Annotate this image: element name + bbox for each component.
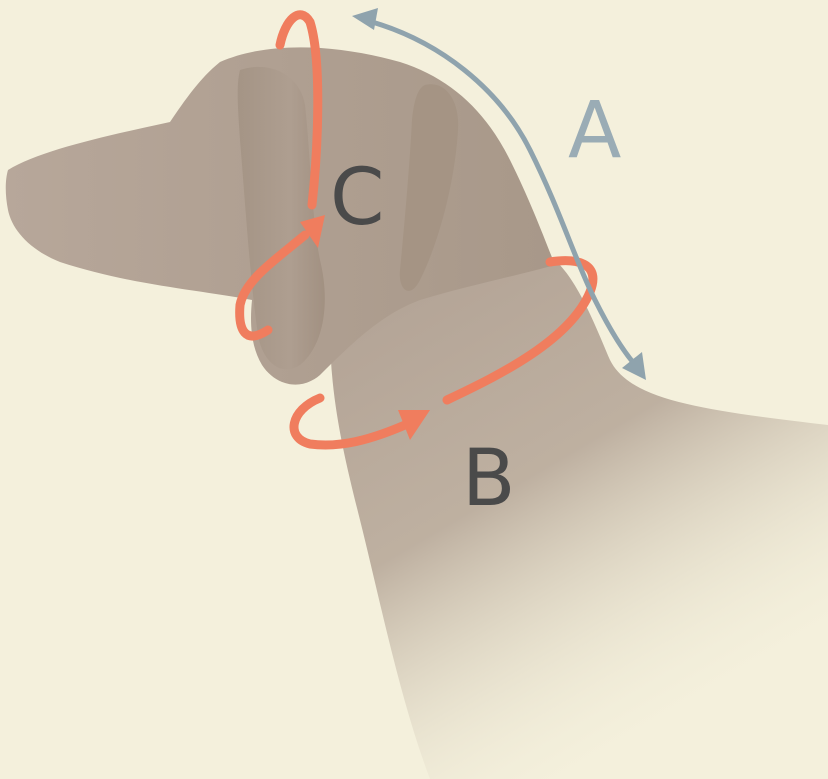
label-a: A <box>568 86 621 176</box>
label-c: C <box>330 153 384 243</box>
length-a-arrowhead-top <box>352 8 378 30</box>
dog-neck <box>330 249 828 779</box>
label-b: B <box>462 434 516 524</box>
